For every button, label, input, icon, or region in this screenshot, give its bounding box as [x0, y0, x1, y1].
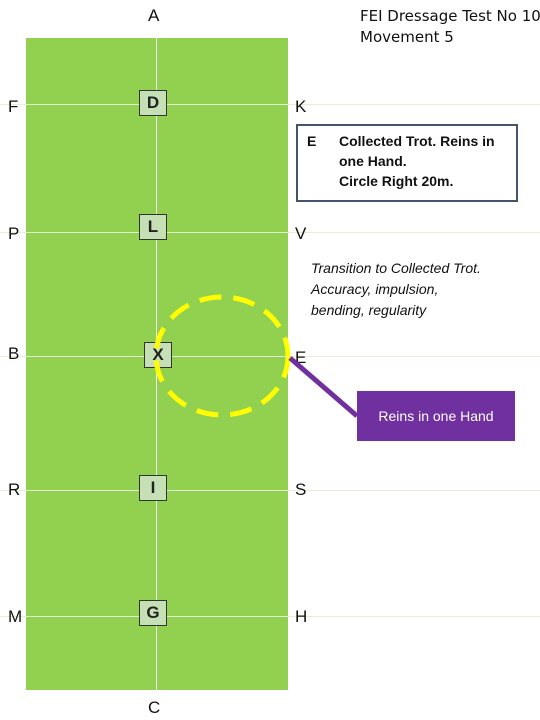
test-title: FEI Dressage Test No 10 Movement 5 [360, 6, 540, 48]
judging-notes: Transition to Collected Trot. Accuracy, … [311, 258, 481, 321]
letter-e: E [295, 348, 307, 367]
marker-l: L [139, 214, 167, 240]
line-r-s [0, 490, 540, 491]
letter-c: C [148, 698, 161, 717]
marker-d: D [139, 90, 167, 116]
movement-line: one Hand. [339, 153, 407, 169]
letter-p: P [8, 224, 20, 243]
reins-callout: Reins in one Hand [357, 391, 515, 441]
line-b-e [0, 356, 540, 357]
letter-v: V [295, 224, 307, 243]
circle-right-20m [153, 294, 291, 418]
letter-s: S [295, 480, 307, 499]
letter-b: B [8, 344, 20, 363]
marker-g: G [139, 600, 167, 626]
letter-h: H [295, 607, 308, 626]
callout-text: Reins in one Hand [378, 408, 494, 424]
movement-line: Circle Right 20m. [339, 173, 454, 189]
movement-description: Collected Trot. Reins in one Hand. Circl… [339, 131, 517, 191]
letter-k: K [295, 97, 307, 116]
callout-pointer [288, 356, 359, 418]
line-p-v [0, 232, 540, 233]
note-line: bending, regularity [311, 302, 427, 318]
movement-line: Collected Trot. Reins in [339, 133, 495, 149]
letter-r: R [8, 480, 21, 499]
letter-f: F [8, 97, 19, 116]
letter-a: A [148, 6, 160, 25]
note-line: Accuracy, impulsion, [311, 281, 439, 297]
line-m-h [0, 616, 540, 617]
movement-number: Movement 5 [360, 28, 454, 46]
note-line: Transition to Collected Trot. [311, 260, 481, 276]
movement-box: E Collected Trot. Reins in one Hand. Cir… [296, 124, 518, 202]
line-f-k [0, 104, 540, 105]
movement-letter: E [307, 133, 317, 149]
marker-i: I [139, 475, 167, 501]
letter-m: M [8, 607, 23, 626]
test-title-line: FEI Dressage Test No 10 [360, 7, 540, 25]
